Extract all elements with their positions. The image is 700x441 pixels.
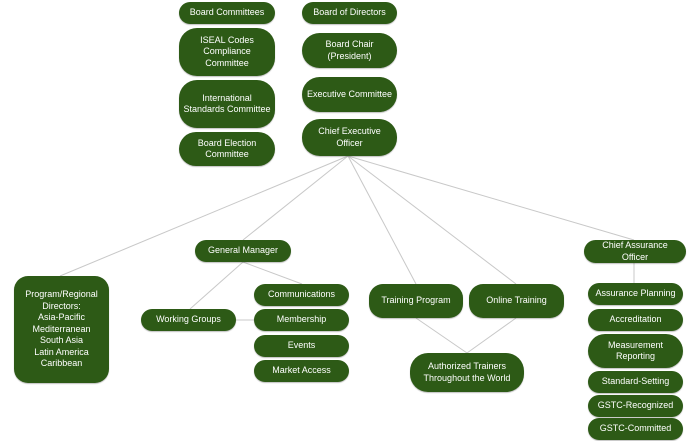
gstc-committed-node: GSTC-Committed bbox=[588, 418, 683, 440]
measurement-reporting-label: Measurement Reporting bbox=[607, 339, 664, 362]
membership-node: Membership bbox=[254, 309, 349, 331]
connector-ceo-training-program bbox=[347, 155, 417, 285]
authorized-trainers-node: Authorized Trainers Throughout the World bbox=[410, 353, 524, 392]
connector-tp-trainers bbox=[415, 317, 468, 354]
ceo-label: Chief Executive Officer bbox=[318, 126, 381, 148]
general-manager-label: General Manager bbox=[207, 245, 279, 256]
connector-gm-working-groups bbox=[189, 261, 244, 310]
general-manager-node: General Manager bbox=[195, 240, 291, 262]
board-chair-node: Board Chair (President) bbox=[302, 33, 397, 68]
connector-ceo-cao bbox=[347, 155, 635, 241]
standard-setting-label: Standard-Setting bbox=[601, 376, 670, 387]
events-label: Events bbox=[287, 340, 316, 351]
chief-assurance-officer-label: Chief Assurance Officer bbox=[602, 240, 668, 262]
regional-directors-node: Program/Regional Directors: Asia-Pacific… bbox=[14, 276, 109, 383]
board-chair-label: Board Chair (President) bbox=[325, 39, 374, 61]
board-committees-label: Board Committees bbox=[189, 7, 265, 18]
connector-ceo-online-training bbox=[347, 155, 517, 285]
connector-ceo-regional bbox=[59, 155, 349, 277]
regional-directors-label: Program/Regional Directors: Asia-Pacific… bbox=[25, 289, 98, 369]
gstc-committed-label: GSTC-Committed bbox=[599, 423, 672, 434]
board-committees-node: Board Committees bbox=[179, 2, 275, 24]
working-groups-node: Working Groups bbox=[141, 309, 236, 331]
measurement-reporting-node: Measurement Reporting bbox=[588, 334, 683, 368]
international-standards-committee-node: International Standards Committee bbox=[179, 80, 275, 128]
executive-committee-node: Executive Committee bbox=[302, 77, 397, 112]
authorized-trainers-label: Authorized Trainers Throughout the World bbox=[423, 361, 511, 383]
training-program-node: Training Program bbox=[369, 284, 463, 318]
connector-gm-communications bbox=[242, 261, 303, 285]
assurance-planning-node: Assurance Planning bbox=[588, 283, 683, 305]
board-of-directors-label: Board of Directors bbox=[313, 7, 386, 18]
online-training-node: Online Training bbox=[469, 284, 564, 318]
events-node: Events bbox=[254, 335, 349, 357]
training-program-label: Training Program bbox=[381, 295, 451, 306]
chief-assurance-officer-node: Chief Assurance Officer bbox=[584, 240, 686, 263]
online-training-label: Online Training bbox=[486, 295, 547, 306]
standard-setting-node: Standard-Setting bbox=[588, 371, 683, 393]
assurance-planning-label: Assurance Planning bbox=[595, 288, 676, 299]
board-election-committee-node: Board Election Committee bbox=[179, 132, 275, 166]
communications-label: Communications bbox=[267, 289, 336, 300]
ceo-node: Chief Executive Officer bbox=[302, 119, 397, 156]
gstc-recognized-node: GSTC-Recognized bbox=[588, 395, 683, 417]
international-standards-committee-label: International Standards Committee bbox=[183, 92, 271, 115]
board-election-committee-label: Board Election Committee bbox=[197, 137, 257, 160]
market-access-node: Market Access bbox=[254, 360, 349, 382]
communications-node: Communications bbox=[254, 284, 349, 306]
gstc-recognized-label: GSTC-Recognized bbox=[597, 400, 674, 411]
working-groups-label: Working Groups bbox=[156, 314, 221, 325]
market-access-label: Market Access bbox=[272, 365, 331, 376]
iseal-committee-node: ISEAL Codes Compliance Committee bbox=[179, 28, 275, 76]
board-of-directors-node: Board of Directors bbox=[302, 2, 397, 24]
accreditation-label: Accreditation bbox=[609, 314, 662, 325]
connector-ceo-general-manager bbox=[242, 155, 349, 241]
connector-ot-trainers bbox=[466, 317, 517, 354]
accreditation-node: Accreditation bbox=[588, 309, 683, 331]
executive-committee-label: Executive Committee bbox=[306, 88, 393, 99]
membership-label: Membership bbox=[276, 314, 327, 325]
iseal-committee-label: ISEAL Codes Compliance Committee bbox=[200, 34, 254, 68]
